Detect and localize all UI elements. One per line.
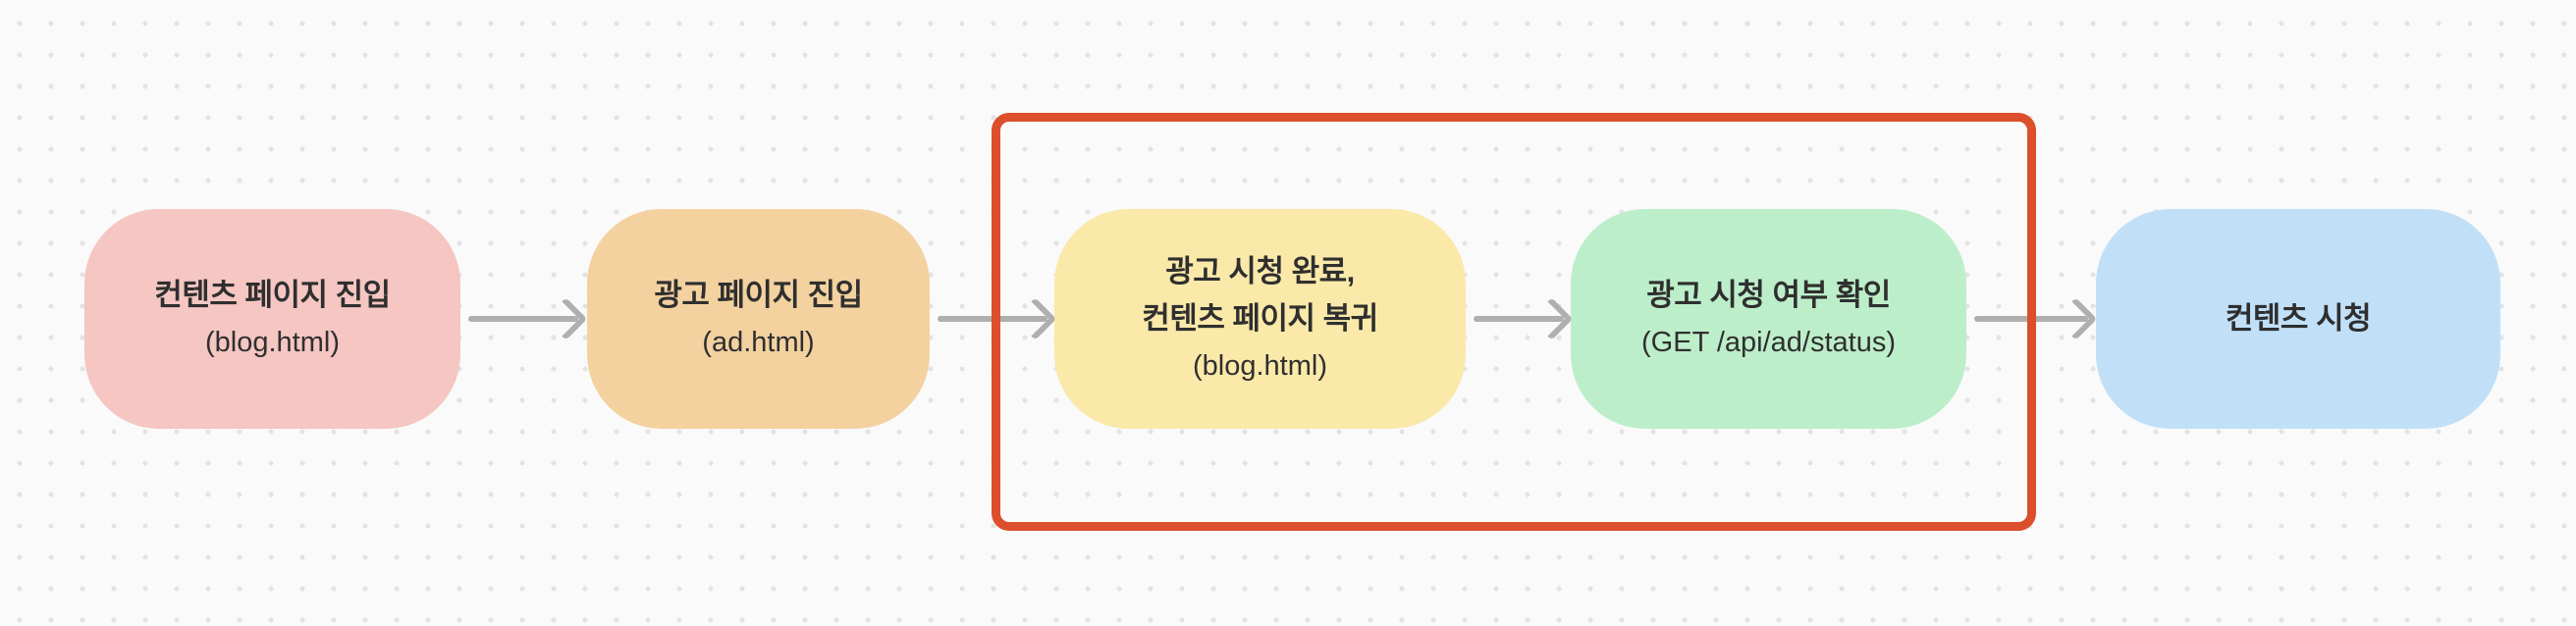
flow-node-label-line: (GET /api/ad/status) [1641, 327, 1896, 358]
flow-node-label-line: 광고 페이지 진입 [654, 278, 863, 312]
flow-arrow-right-icon [468, 316, 578, 322]
flow-node-label-line: 광고 시청 완료, [1165, 254, 1355, 288]
flow-arrow-right-icon [938, 316, 1047, 322]
flow-node-content-watch: 컨텐츠 시청 [2096, 209, 2500, 429]
flow-node-label-line: 컨텐츠 페이지 진입 [154, 278, 391, 312]
flow-node-ad-watch-status-check: 광고 시청 여부 확인 (GET /api/ad/status) [1571, 209, 1966, 429]
flow-node-label-line: 광고 시청 여부 확인 [1646, 278, 1891, 312]
flow-node-label-line: 컨텐츠 시청 [2225, 301, 2372, 336]
flow-arrow-right-icon [1474, 316, 1564, 322]
flow-node-label-line: (blog.html) [205, 327, 340, 358]
flow-node-label-line: (blog.html) [1193, 350, 1327, 382]
flow-node-ad-watch-complete-return: 광고 시청 완료, 컨텐츠 페이지 복귀 (blog.html) [1054, 209, 1466, 429]
flow-node-label-line: (ad.html) [702, 327, 815, 358]
flow-arrow-right-icon [1974, 316, 2088, 322]
flow-node-content-page-entry: 컨텐츠 페이지 진입 (blog.html) [84, 209, 460, 429]
flow-node-label-line: 컨텐츠 페이지 복귀 [1142, 301, 1378, 336]
flow-node-ad-page-entry: 광고 페이지 진입 (ad.html) [587, 209, 930, 429]
